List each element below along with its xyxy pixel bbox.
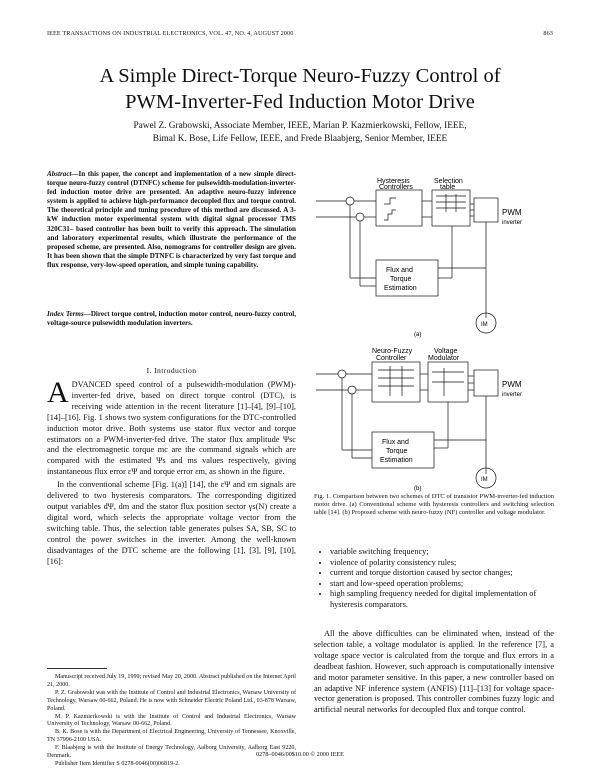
label-table: table: [440, 184, 455, 191]
abstract: Abstract—In this paper, the concept and …: [47, 170, 296, 270]
flux-summing-junction: [345, 196, 355, 206]
index-terms-text: Direct torque control, induction motor c…: [47, 310, 297, 328]
copyright-footer: 0278–0046/00$10.00 © 2000 IEEE: [256, 751, 344, 758]
label-estimation-a: Estimation: [384, 285, 417, 292]
running-header: IEEE TRANSACTIONS ON INDUSTRIAL ELECTRON…: [47, 30, 553, 40]
disadvantages-list: variable switching frequency; violence o…: [314, 547, 570, 611]
list-item: variable switching frequency;: [330, 547, 570, 558]
journal-name: IEEE TRANSACTIONS ON INDUSTRIAL ELECTRON…: [47, 30, 294, 37]
figure-caption: Fig. 1. Comparison between two schemes o…: [314, 493, 554, 517]
figure-1b-label: (b): [414, 486, 421, 492]
figure-1b-diagram: Neuro-Fuzzy Controller Voltage Modulator…: [316, 348, 522, 492]
list-item: current and torque distortion caused by …: [330, 568, 570, 579]
page-number: 863: [543, 30, 553, 37]
right-column-paragraph: All the above difficulties can be elimin…: [314, 629, 554, 715]
label-hysteresis: Hysteresis: [377, 178, 410, 185]
drop-cap: A: [47, 376, 69, 409]
paper-title: A Simple Direct-Torque Neuro-Fuzzy Contr…: [40, 63, 560, 115]
neuro-fuzzy-block: [371, 361, 421, 403]
label-flux-and-a: Flux and: [386, 267, 413, 274]
index-terms: Index Terms—Direct torque control, induc…: [47, 310, 296, 328]
author-line-1: Pawel Z. Grabowski, Associate Member, IE…: [133, 121, 467, 131]
footnotes: Manuscript received July 19, 1999; revis…: [47, 674, 296, 769]
inverter-block: [473, 197, 499, 223]
label-controllers: Controllers: [379, 184, 413, 191]
intro-paragraph-2: In the conventional scheme [Fig. 1(a)] […: [47, 480, 296, 566]
list-item: violence of polarity consistency rules;: [330, 558, 570, 569]
footnote-kazmierkowski: M. P. Kazmierkowski is with the Institut…: [47, 713, 296, 728]
label-voltage: Voltage: [434, 348, 457, 355]
label-estimation-b: Estimation: [380, 457, 413, 464]
index-terms-label: Index Terms—: [47, 310, 91, 318]
abstract-label: Abstract—: [47, 170, 79, 178]
label-selection: Selection: [434, 178, 463, 185]
title-line-1: A Simple Direct-Torque Neuro-Fuzzy Contr…: [99, 65, 501, 87]
footnote-blaabjerg: F. Blaabjerg is with the Institute of En…: [47, 745, 296, 760]
abstract-text: In this paper, the concept and implement…: [47, 170, 296, 269]
label-flux-and-b: Flux and: [382, 439, 409, 446]
label-controller: Controller: [376, 355, 407, 362]
selection-table-block: [431, 189, 471, 227]
label-inverter-a: inverter: [502, 220, 522, 226]
footnote-rule: [47, 668, 107, 669]
label-modulator: Modulator: [428, 355, 460, 362]
motor-a: [475, 312, 497, 334]
inverter-block-b: [473, 369, 499, 397]
label-torque-b: Torque: [386, 448, 408, 455]
label-motor-b: IM: [481, 477, 488, 483]
list-item: high sampling frequency needed for digit…: [330, 589, 570, 610]
figure-1a-label: (a): [414, 332, 421, 338]
motor-b: [475, 467, 497, 489]
hysteresis-block: [375, 189, 423, 227]
author-list: Pawel Z. Grabowski, Associate Member, IE…: [40, 120, 560, 146]
label-torque-a: Torque: [390, 276, 412, 283]
footnote-grabowski: P. Z. Grabowski was with the Institute o…: [47, 689, 296, 712]
intro-paragraph-1-text: DVANCED speed control of a pulsewidth-mo…: [47, 380, 296, 477]
figure-1a-diagram: Hysteresis Controllers Selection table P…: [316, 178, 522, 338]
title-line-2: PWM-Inverter-Fed Induction Motor Drive: [125, 91, 475, 113]
label-pwm-a: PWM: [502, 208, 522, 217]
footnote-publisher-id: Publisher Item Identifier S 0278-0046(00…: [55, 760, 180, 767]
label-pwm-b: PWM: [502, 380, 522, 389]
label-neuro-fuzzy: Neuro-Fuzzy: [372, 348, 413, 355]
footnote-manuscript: Manuscript received July 19, 1999; revis…: [47, 674, 296, 688]
torque-summing-junction: [355, 212, 365, 222]
list-item: start and low-speed operation problems;: [330, 579, 570, 590]
author-line-2: Bimal K. Bose, Life Fellow, IEEE, and Fr…: [152, 134, 448, 144]
section-heading: I. Introduction: [146, 366, 197, 375]
label-inverter-b: inverter: [502, 392, 522, 398]
label-motor-a: IM: [481, 322, 488, 328]
footnote-bose: B. K. Bose is with the Department of Ele…: [47, 729, 296, 744]
